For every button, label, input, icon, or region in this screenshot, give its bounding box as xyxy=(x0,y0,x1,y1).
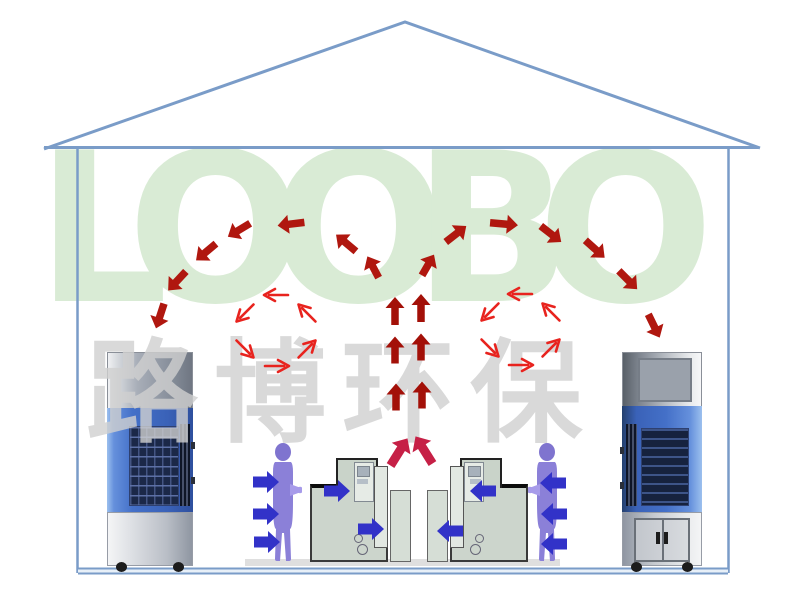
door-handle xyxy=(664,532,668,544)
machine-ground-strip xyxy=(245,559,560,566)
machine-knob xyxy=(470,544,481,555)
purifier-base-section xyxy=(107,512,193,566)
panel-buttons xyxy=(470,479,481,484)
worker-right xyxy=(528,443,557,561)
worker-head xyxy=(539,443,555,461)
cnc-machine-left xyxy=(310,458,411,562)
machine-extension xyxy=(390,490,411,562)
caster-wheel xyxy=(173,562,184,572)
machine-control-panel xyxy=(354,462,374,502)
purifier-side-louver xyxy=(180,424,190,506)
purifier-doors xyxy=(634,518,690,562)
worker-head xyxy=(275,443,291,461)
panel-screen xyxy=(468,466,481,477)
latch-nub xyxy=(191,477,195,484)
machine-door-slot xyxy=(374,466,388,548)
worker-hand xyxy=(528,486,534,494)
worker-arm xyxy=(290,484,302,496)
purifier-intake-grille xyxy=(129,426,179,506)
latch-nub xyxy=(620,482,624,489)
cnc-machine-right xyxy=(427,458,528,562)
machine-knob xyxy=(475,534,484,543)
machine-extension xyxy=(427,490,448,562)
latch-nub xyxy=(620,447,624,454)
worker-left xyxy=(273,443,302,561)
air-purifier-left xyxy=(107,352,195,572)
machine-knob xyxy=(354,534,363,543)
worker-hand xyxy=(296,486,302,494)
panel-screen xyxy=(357,466,370,477)
loobo-logo-watermark: LOOBO xyxy=(36,109,714,351)
latch-nub xyxy=(191,442,195,449)
purifier-control-panel xyxy=(638,358,692,402)
purifier-side-louver xyxy=(626,424,637,506)
machine-knob xyxy=(357,544,368,555)
machine-control-panel xyxy=(464,462,484,502)
worker-body xyxy=(273,462,293,561)
door-divider xyxy=(662,520,664,560)
purifier-intake-grille xyxy=(641,428,689,506)
chinese-company-watermark: 路博环保 xyxy=(86,329,598,459)
purifier-top-section xyxy=(107,352,193,410)
machine-door-slot xyxy=(450,466,464,548)
door-handle xyxy=(656,532,660,544)
caster-wheel xyxy=(116,562,127,572)
air-purifier-right xyxy=(620,352,702,572)
panel-buttons xyxy=(357,479,368,484)
caster-wheel xyxy=(631,562,642,572)
caster-wheel xyxy=(682,562,693,572)
worker-body xyxy=(537,462,557,561)
worker-arm xyxy=(528,484,540,496)
